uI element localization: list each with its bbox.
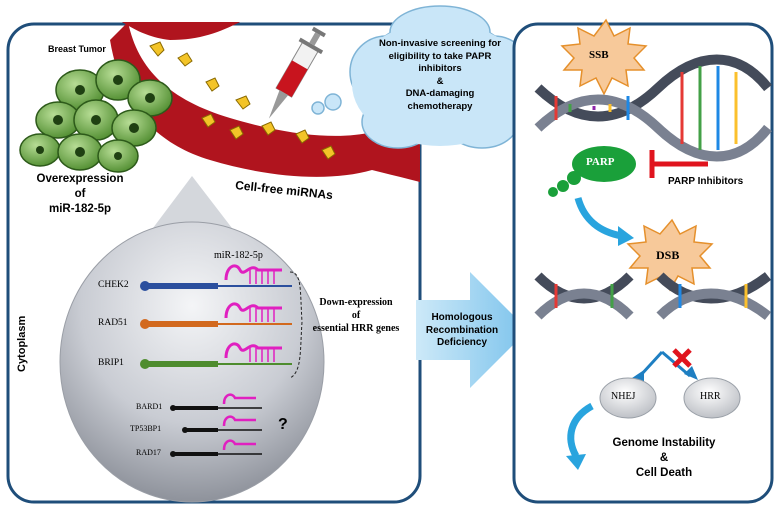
cloud-line-4: & (436, 75, 444, 87)
dna-helix-broken (534, 272, 772, 320)
hrd-line-2: Recombination (425, 324, 499, 336)
gene-label-bard1: BARD1 (136, 402, 163, 411)
nhej-node (599, 377, 657, 419)
gene-label-tp53bp1: TP53BP1 (130, 424, 162, 433)
overexpression-line-3: miR-182-5p (49, 203, 111, 215)
cloud-text: Non-invasive screening for eligibility t… (370, 38, 510, 113)
dsb-label: DSB (656, 248, 680, 262)
breast-tumor-label: Breast Tumor (48, 44, 106, 54)
parp-inhibitor-symbol (649, 150, 708, 178)
parp-inhibitors-label: PARP Inhibitors (668, 176, 744, 187)
hrd-line-3: Deficiency (436, 337, 488, 348)
down-expression-line-3: essential HRR genes (312, 323, 400, 334)
bubble-tail (150, 176, 235, 232)
overexpression-line-1: Overexpression (36, 173, 124, 185)
ssb-burst (560, 18, 648, 96)
blocked-cross-icon (672, 348, 692, 368)
parp-icon (548, 146, 636, 197)
gene-rad51-row (140, 319, 292, 329)
down-expression-line-2: of (351, 310, 361, 321)
hrr-label: HRR (700, 391, 721, 402)
cloud-line-6: chemotherapy (407, 100, 473, 112)
gene-brip1-row (140, 359, 292, 369)
gene-label-rad17: RAD17 (136, 448, 161, 457)
minor-gene-rows (170, 393, 262, 457)
cloud-line-1: Non-invasive screening for (379, 38, 501, 49)
gene-chek2-row (140, 281, 292, 291)
nhej-label: NHEJ (611, 391, 636, 402)
dna-helix-top (534, 54, 772, 162)
mirna-bound-main (224, 264, 282, 359)
breast-tumor-cells (19, 59, 173, 173)
cloud-line-2: eligibility to take PAPR (388, 50, 492, 62)
ssb-to-dsb-arrowhead (618, 226, 634, 246)
overexpression-line-2: of (74, 188, 86, 200)
gene-label-rad51: RAD51 (98, 318, 128, 328)
cytoplasm-label: Cytoplasm (16, 315, 28, 372)
syringe-icon (268, 26, 326, 119)
mirna-182-label: miR-182-5p (214, 250, 263, 261)
cloud-fill (352, 22, 528, 146)
down-expression-label: Down-expression of essential HRR genes (298, 296, 414, 335)
outcome-line-1: Genome Instability (612, 437, 716, 449)
outcome-line-2: & (659, 452, 669, 464)
gene-label-chek2: CHEK2 (98, 280, 129, 290)
cell-free-mirna-glyphs (149, 41, 336, 160)
ssb-label: SSB (589, 49, 609, 61)
outcome-text: Genome Instability & Cell Death (594, 436, 734, 481)
down-expression-bracket (289, 271, 303, 379)
hrd-line-1: Homologous (431, 312, 493, 323)
nhej-to-outcome-arrow (567, 402, 594, 458)
overexpression-label: Overexpression of miR-182-5p (30, 172, 130, 217)
unknown-targets-question: ? (278, 416, 288, 433)
mirna-teeth (249, 270, 275, 362)
hrd-arrow (416, 272, 528, 388)
down-expression-line-1: Down-expression (319, 297, 393, 308)
parp-label: PARP (586, 156, 615, 168)
nhej-to-outcome-arrowhead (566, 454, 586, 470)
cloud-line-5: DNA-damaging (405, 88, 475, 99)
hrr-node (683, 377, 741, 419)
outcome-line-3: Cell Death (635, 467, 693, 479)
cloud-line-3: inhibitors (418, 63, 462, 74)
ssb-to-dsb-arrow (574, 196, 623, 240)
blood-vessel-top (122, 22, 240, 40)
hrd-arrow-text: Homologous Recombination Deficiency (412, 312, 512, 350)
gene-label-brip1: BRIP1 (98, 358, 124, 368)
